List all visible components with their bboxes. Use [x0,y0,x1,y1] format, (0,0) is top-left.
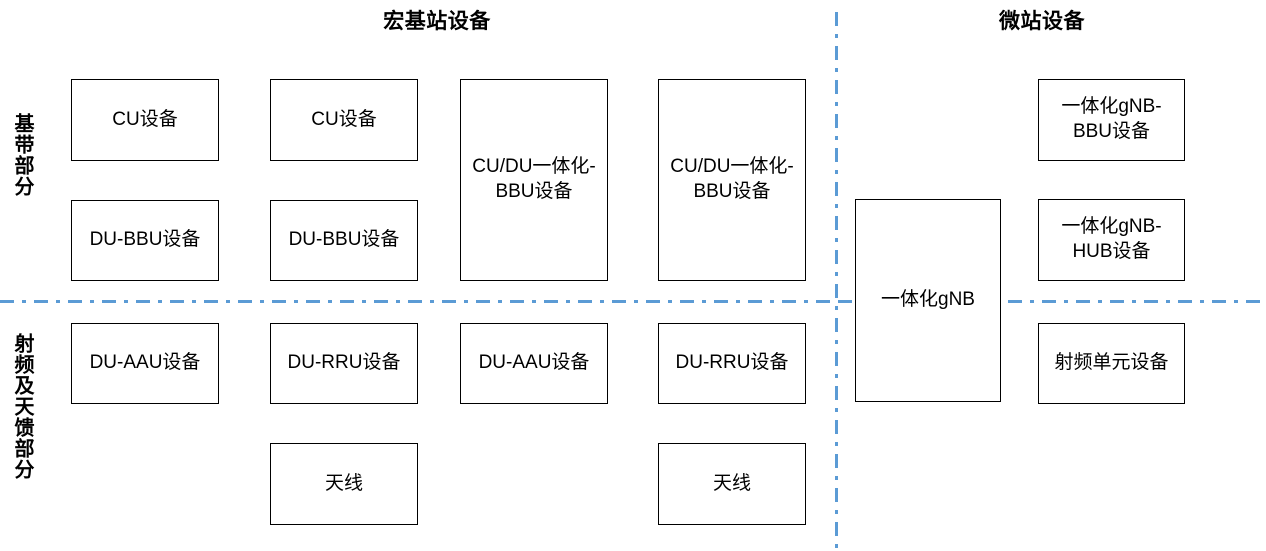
equipment-box-macro-c3-cudu-bbu[interactable]: CU/DU一体化-BBU设备 [460,79,608,281]
equipment-box-macro-c2-du-bbu[interactable]: DU-BBU设备 [270,200,418,281]
equipment-box-label: 一体化gNB-HUB设备 [1061,216,1162,262]
equipment-box-label: DU-AAU设备 [478,352,590,374]
equipment-box-micro-integrated-gnb[interactable]: 一体化gNB [855,199,1001,402]
equipment-box-label: 射频单元设备 [1054,352,1169,374]
equipment-box-label: DU-AAU设备 [89,352,201,374]
equipment-box-label: CU/DU一体化-BBU设备 [670,156,794,202]
equipment-box-macro-c4-cudu-bbu[interactable]: CU/DU一体化-BBU设备 [658,79,806,281]
equipment-box-label: CU设备 [112,108,178,130]
equipment-box-micro-gnb-hub[interactable]: 一体化gNB-HUB设备 [1038,199,1185,281]
equipment-box-micro-rf-unit[interactable]: 射频单元设备 [1038,323,1185,404]
equipment-box-macro-c1-cu[interactable]: CU设备 [71,79,219,161]
equipment-box-label: 天线 [324,472,363,494]
equipment-box-macro-c1-du-bbu[interactable]: DU-BBU设备 [71,200,219,281]
divider-macro-micro-split [835,12,838,551]
divider-baseband-rf-split-left [0,300,836,303]
equipment-box-micro-gnb-bbu[interactable]: 一体化gNB-BBU设备 [1038,79,1185,161]
equipment-box-label: CU设备 [311,108,377,130]
equipment-box-label: DU-RRU设备 [675,352,789,374]
equipment-box-label: 一体化gNB-BBU设备 [1061,96,1162,142]
divider-baseband-rf-split-right [838,300,1266,303]
equipment-box-label: DU-BBU设备 [288,229,400,251]
row-label-rf-antenna: 射频及天馈部分 [11,333,33,480]
equipment-box-macro-c4-antenna[interactable]: 天线 [658,443,806,525]
equipment-box-label: DU-BBU设备 [89,229,201,251]
equipment-box-macro-c4-du-rru[interactable]: DU-RRU设备 [658,323,806,404]
section-title-micro: 微站设备 [999,10,1085,33]
equipment-box-macro-c2-cu[interactable]: CU设备 [270,79,418,161]
equipment-box-label: DU-RRU设备 [287,352,401,374]
section-title-macro: 宏基站设备 [383,10,491,33]
equipment-box-label: CU/DU一体化-BBU设备 [472,156,596,202]
equipment-box-macro-c1-du-aau[interactable]: DU-AAU设备 [71,323,219,404]
equipment-box-macro-c2-du-rru[interactable]: DU-RRU设备 [270,323,418,404]
equipment-box-label: 天线 [712,472,751,494]
row-label-baseband: 基带部分 [11,113,33,197]
equipment-box-label: 一体化gNB [881,289,975,311]
equipment-box-macro-c3-du-aau[interactable]: DU-AAU设备 [460,323,608,404]
equipment-box-macro-c2-antenna[interactable]: 天线 [270,443,418,525]
